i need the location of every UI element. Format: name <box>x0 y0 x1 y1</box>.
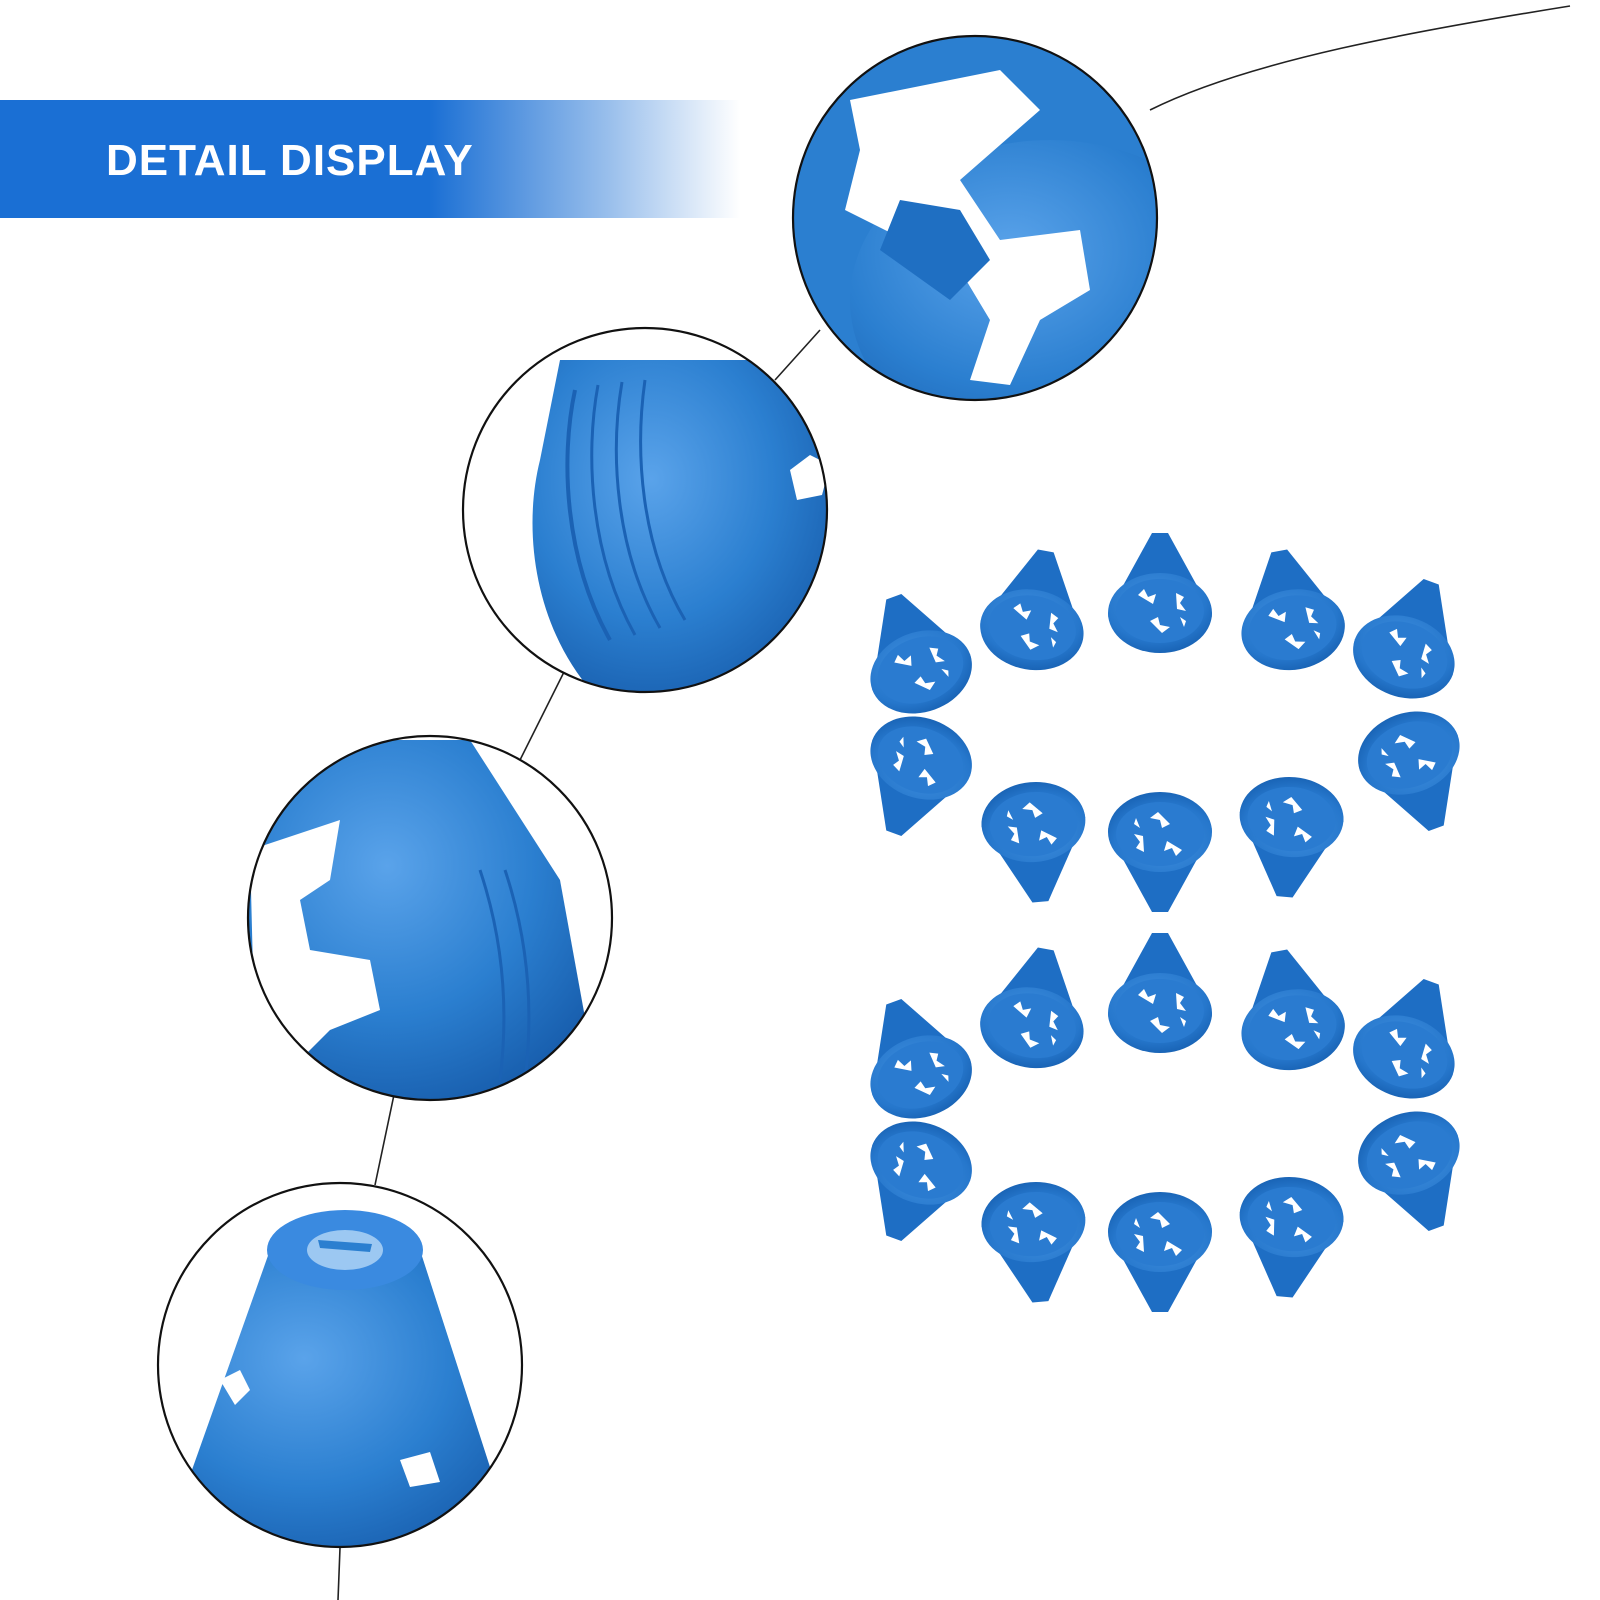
connector-line <box>337 5 1571 1600</box>
detail-circle-ridged-rim <box>461 326 829 694</box>
detail-circle-cutout-slot <box>791 34 1159 402</box>
detail-display-banner <box>0 100 740 218</box>
detail-circle-top-hole <box>156 1181 524 1549</box>
detail-circle-side-cutout <box>246 734 614 1102</box>
detail-display-title: DETAIL DISPLAY <box>106 136 474 185</box>
cone-set-group <box>844 533 1486 1312</box>
